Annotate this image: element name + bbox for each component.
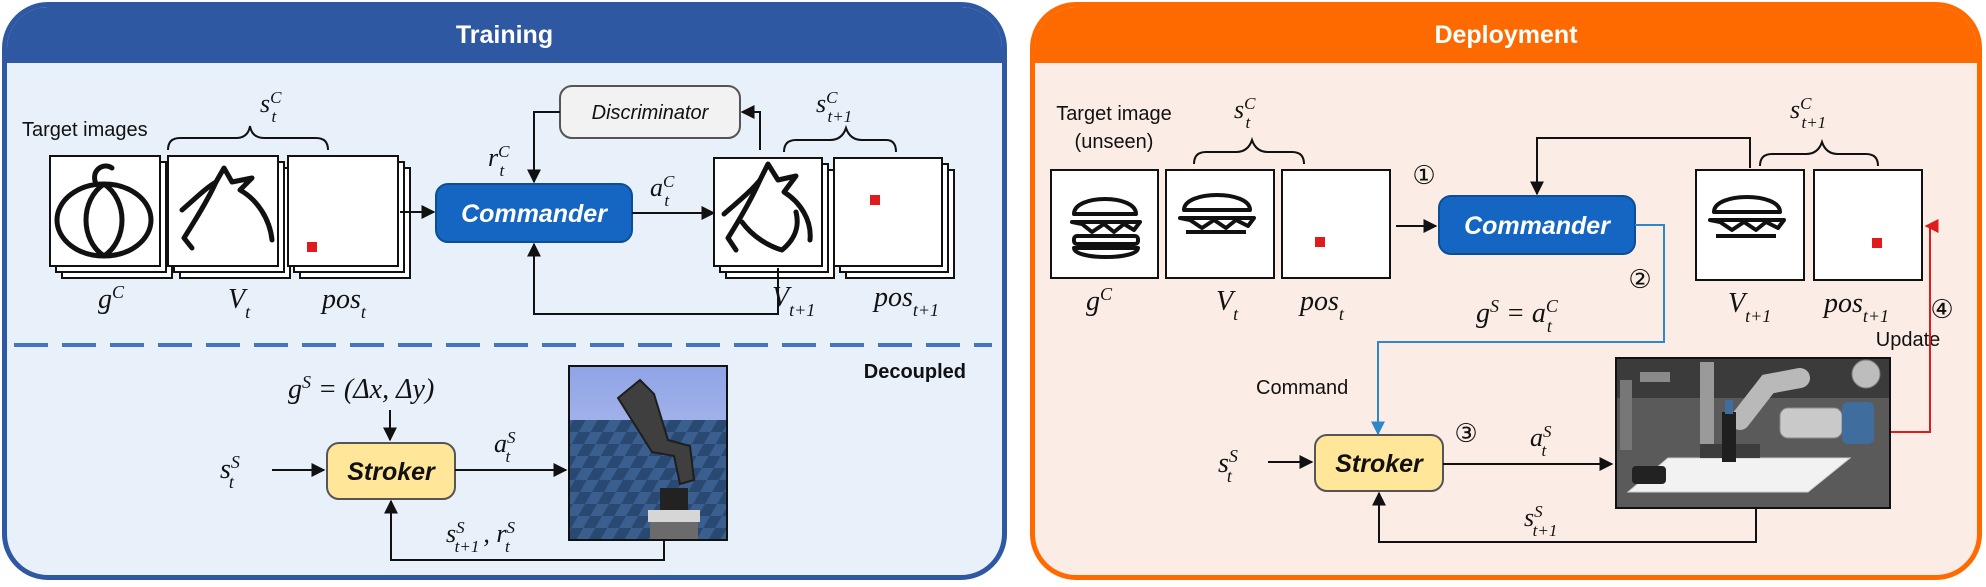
- step-3-marker: ③: [1454, 419, 1477, 449]
- deploy-position-t-label: post: [1298, 286, 1345, 324]
- deploy-position-t1-label: post+1: [1822, 288, 1889, 326]
- commander-label-deployment: Commander: [1464, 212, 1611, 240]
- canvas-t-label: Vt: [228, 284, 251, 322]
- commander-label-training: Commander: [461, 200, 608, 228]
- burger-progress-icon: [1708, 195, 1786, 238]
- reward-arrow: [527, 111, 560, 184]
- deploy-canvas-t1-label: Vt+1: [1728, 288, 1771, 326]
- burger-icon: [1070, 197, 1142, 259]
- target-image-label: Target image: [1056, 103, 1172, 125]
- position-t1-stack: [833, 157, 955, 279]
- partial-burger-icon: [1178, 193, 1256, 234]
- real-robot-photo: [1615, 357, 1891, 509]
- deploy-canvas-t1: [1695, 169, 1805, 281]
- deployment-header: Deployment: [1035, 7, 1977, 63]
- deploy-target-image: [1050, 169, 1159, 279]
- decoupled-label: Decoupled: [864, 361, 966, 383]
- deploy-position-t: [1281, 169, 1391, 279]
- pumpkin-sketch-icon: [54, 163, 154, 259]
- stroker-label-training: Stroker: [347, 458, 436, 486]
- deploy-stroker-feedback-arrow: [1372, 491, 1757, 543]
- canvas-t1-stack: [713, 157, 835, 279]
- step-2-marker: ②: [1628, 265, 1651, 295]
- stroker-goal-label: gS = (Δx, Δy): [288, 372, 434, 405]
- commander-feedback-arrow: [527, 242, 779, 315]
- discriminator-input-arrow: [740, 105, 761, 150]
- canvas-t-stack: [167, 155, 291, 279]
- deploy-canvas-t: [1165, 169, 1275, 279]
- discriminator-label: Discriminator: [592, 102, 710, 124]
- pen-position-marker-t1: [870, 195, 880, 205]
- deploy-state-brace-t1: [1759, 138, 1879, 167]
- position-t1-label: post+1: [872, 282, 939, 320]
- training-panel: Training: [2, 2, 1007, 580]
- stroker-feedback-arrow: [384, 499, 665, 561]
- deploy-pen-marker: [1315, 237, 1325, 247]
- deploy-canvas-t-label: Vt: [1216, 286, 1239, 324]
- goal-commander-label: gC: [98, 282, 125, 315]
- deploy-pen-marker-t1: [1872, 238, 1882, 248]
- state-brace-t1: [783, 124, 897, 153]
- update-label: Update: [1876, 329, 1941, 351]
- step-1-marker: ①: [1412, 161, 1435, 191]
- simulation-robot-image: [568, 365, 728, 541]
- deploy-position-t1: [1813, 169, 1923, 281]
- stroker-label-deployment: Stroker: [1335, 450, 1424, 478]
- step-4-marker: ④: [1930, 295, 1953, 325]
- command-arrow: [1371, 224, 1665, 436]
- pen-position-marker: [307, 242, 317, 252]
- updated-sketch-icon: [721, 161, 813, 253]
- state-brace-t: [167, 125, 329, 151]
- deploy-commander-feedback-arrow: [1530, 137, 1751, 196]
- command-label: Command: [1256, 377, 1348, 399]
- partial-sketch-icon: [179, 165, 275, 251]
- position-t-stack: [287, 155, 411, 279]
- target-images-label: Target images: [22, 119, 148, 141]
- deploy-goal-commander-label: gC: [1086, 284, 1113, 317]
- deploy-state-brace-t: [1193, 136, 1305, 165]
- target-image-unseen-label: (unseen): [1075, 131, 1154, 153]
- training-header: Training: [7, 7, 1002, 63]
- position-t-label: post: [320, 284, 367, 322]
- target-image-stack: [49, 155, 173, 279]
